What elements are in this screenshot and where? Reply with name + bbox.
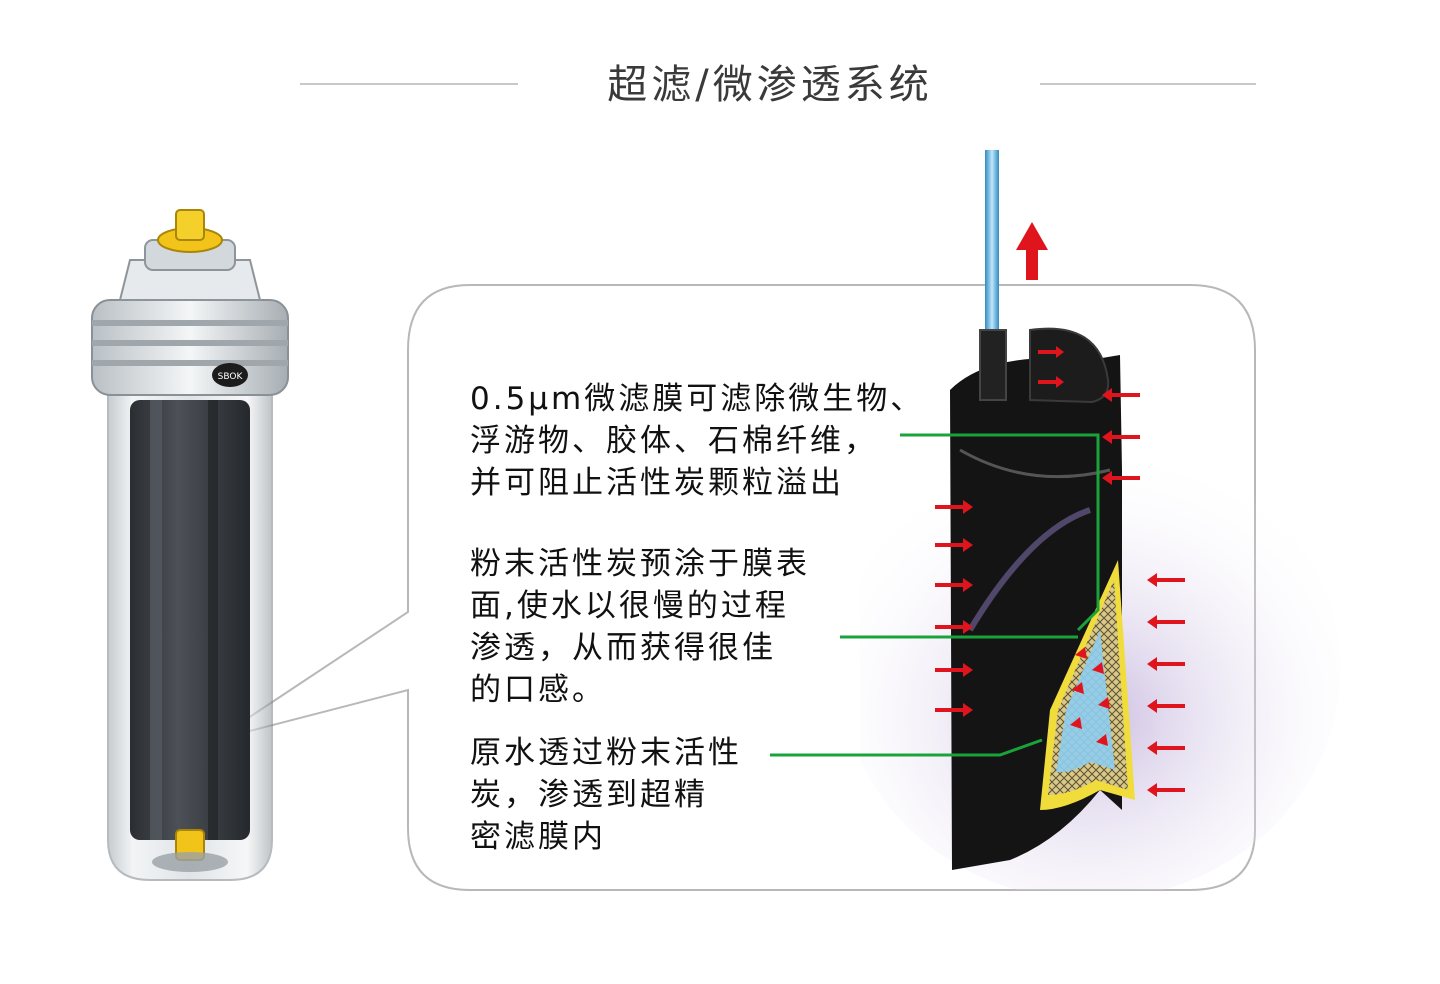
callout-raw-water: 原水透过粉末活性 炭，渗透到超精 密滤膜内 [470, 735, 742, 855]
membrane-cross-section [860, 150, 1340, 890]
brand-badge-label: SBOK [218, 372, 244, 382]
filter-cartridge-illustration: SBOK [91, 209, 289, 881]
callout-microfilter: 0.5μm微滤膜可滤除微生物、 浮游物、胶体、石棉纤维， 并可阻止活性炭颗粒溢出 [470, 381, 925, 501]
inflow-arrows-right [1102, 388, 1185, 797]
outflow-arrow [1016, 222, 1048, 280]
callout-carbon-coating: 粉末活性炭预涂于膜表 面,使水以很慢的过程 渗透，从而获得很佳 的口感。 [470, 546, 810, 708]
brand-badge [212, 363, 248, 387]
leader-line-3 [770, 738, 1043, 757]
inflow-arrows-left [935, 500, 973, 717]
page-title: 超滤/微渗透系统 [607, 62, 933, 108]
leader-line-1 [900, 433, 1100, 632]
header-divider-right [1040, 83, 1256, 85]
page-header: 超滤/微渗透系统 [0, 0, 1440, 160]
header-divider-left [300, 83, 518, 85]
